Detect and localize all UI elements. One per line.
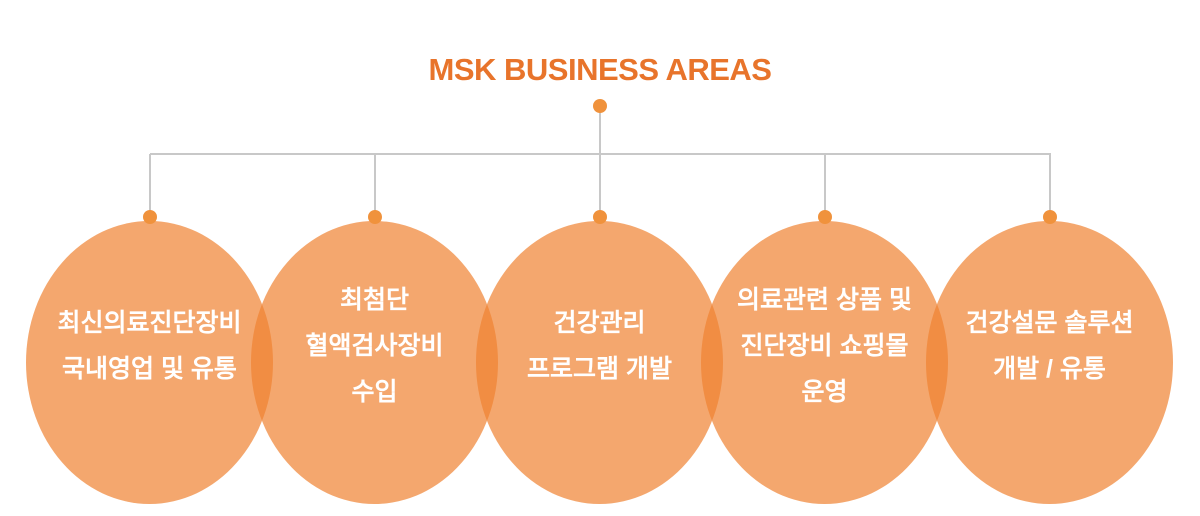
label-line: 운영 [801, 377, 848, 406]
label-line: 개발 / 유통 [993, 354, 1106, 383]
drop-line-2 [374, 154, 376, 214]
business-area-bubble-4: 의료관련 상품 및 진단장비 쇼핑몰 운영 [701, 221, 948, 504]
drop-line-1 [149, 154, 151, 214]
label-line: 진단장비 쇼핑몰 [740, 331, 909, 360]
label-line: 건강설문 솔루션 [965, 308, 1134, 337]
node-connector-dot-2 [368, 210, 382, 224]
business-area-label-1: 최신의료진단장비 국내영업 및 유통 [57, 300, 241, 392]
label-line: 혈액검사장비 [305, 331, 444, 360]
drop-line-3 [599, 154, 601, 214]
node-connector-dot-1 [143, 210, 157, 224]
business-area-label-3: 건강관리 프로그램 개발 [527, 300, 672, 392]
business-area-bubble-5: 건강설문 솔루션 개발 / 유통 [926, 221, 1173, 504]
label-line: 수입 [351, 377, 398, 406]
node-connector-dot-3 [593, 210, 607, 224]
label-line: 프로그램 개발 [527, 354, 672, 383]
node-connector-dot-5 [1043, 210, 1057, 224]
label-line: 의료관련 상품 및 [737, 285, 912, 314]
business-area-label-5: 건강설문 솔루션 개발 / 유통 [966, 300, 1134, 392]
label-line: 건강관리 [553, 308, 646, 337]
diagram-title: MSK BUSINESS AREAS [428, 52, 772, 87]
label-line: 최첨단 [339, 285, 409, 314]
root-connector-dot [593, 99, 607, 113]
root-connector-line [599, 112, 601, 154]
node-connector-dot-4 [818, 210, 832, 224]
business-area-bubble-2: 최첨단 혈액검사장비 수입 [251, 221, 498, 504]
business-area-bubble-3: 건강관리 프로그램 개발 [476, 221, 723, 504]
drop-line-5 [1049, 154, 1051, 214]
business-area-label-2: 최첨단 혈액검사장비 수입 [305, 277, 443, 415]
label-line: 국내영업 및 유통 [62, 354, 237, 383]
business-area-label-4: 의료관련 상품 및 진단장비 쇼핑몰 운영 [737, 277, 912, 415]
label-line: 최신의료진단장비 [57, 308, 242, 337]
business-area-bubble-1: 최신의료진단장비 국내영업 및 유통 [26, 221, 273, 504]
drop-line-4 [824, 154, 826, 214]
